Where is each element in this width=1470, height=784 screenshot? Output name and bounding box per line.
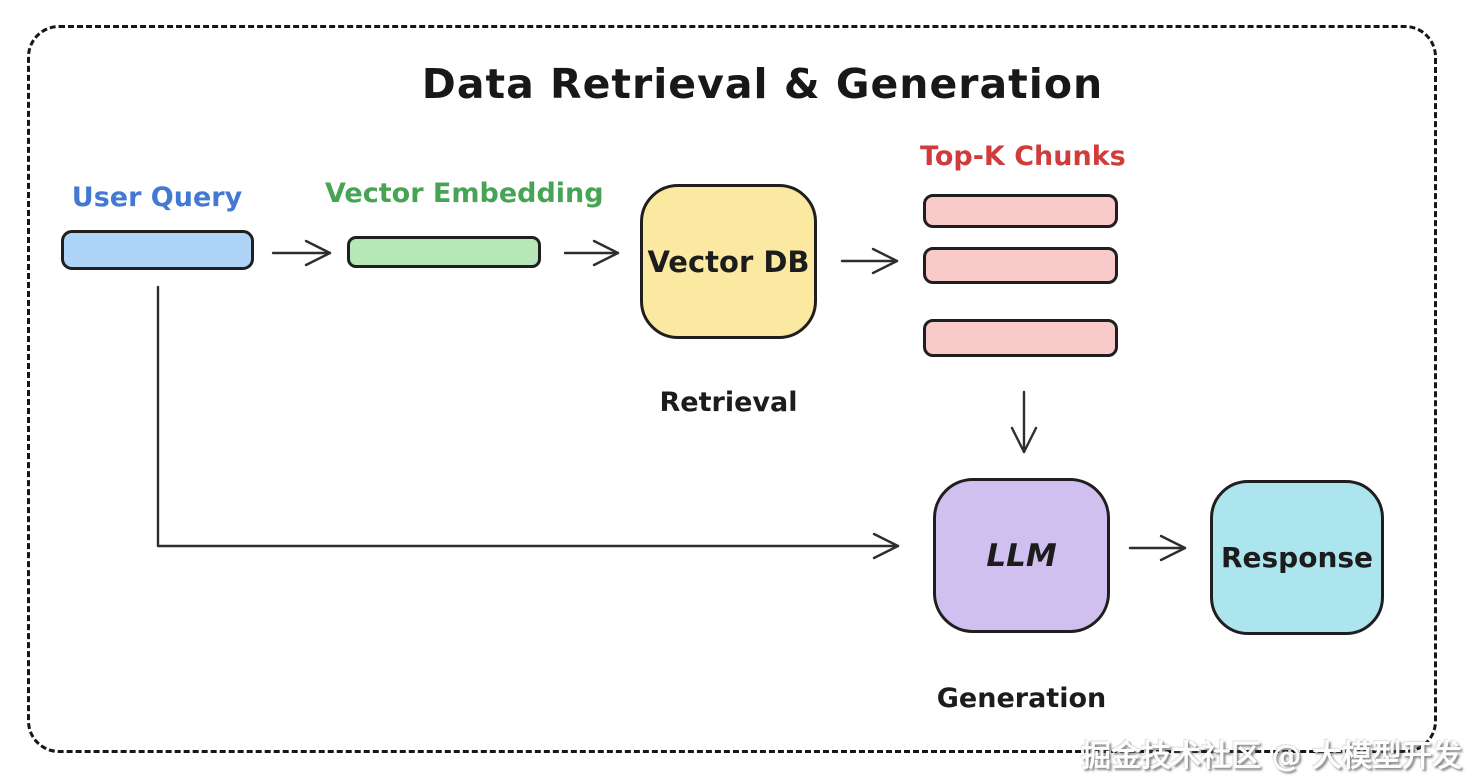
vector-db-node: Vector DB bbox=[640, 184, 817, 339]
response-label: Response bbox=[1220, 541, 1374, 574]
user-query-bar bbox=[61, 230, 254, 270]
retrieval-stage-label: Retrieval bbox=[659, 387, 798, 418]
arrow-embedding-to-vectordb-icon bbox=[563, 239, 620, 267]
vector-embedding-label: Vector Embedding bbox=[325, 178, 604, 209]
response-node: Response bbox=[1210, 480, 1384, 635]
llm-label: LLM bbox=[986, 537, 1057, 574]
arrow-chunks-to-llm-icon bbox=[1010, 390, 1038, 454]
arrow-llm-to-response-icon bbox=[1128, 534, 1187, 562]
vector-embedding-bar bbox=[347, 236, 541, 268]
generation-stage-label: Generation bbox=[936, 683, 1107, 714]
connector-query-to-llm-icon bbox=[156, 285, 900, 560]
arrow-vectordb-to-chunks-icon bbox=[840, 247, 899, 275]
top-k-chunks-label: Top-K Chunks bbox=[920, 141, 1126, 172]
chunk-bar bbox=[923, 194, 1118, 228]
arrow-query-to-embedding-icon bbox=[271, 239, 332, 267]
chunk-bar bbox=[923, 247, 1118, 284]
watermark: 掘金技术社区 @ 大模型开发 bbox=[1081, 739, 1462, 774]
vector-db-label: Vector DB bbox=[647, 244, 810, 279]
chunk-bar bbox=[923, 319, 1118, 357]
user-query-label: User Query bbox=[71, 182, 243, 213]
llm-node: LLM bbox=[933, 478, 1110, 633]
diagram-title: Data Retrieval & Generation bbox=[421, 60, 1104, 108]
